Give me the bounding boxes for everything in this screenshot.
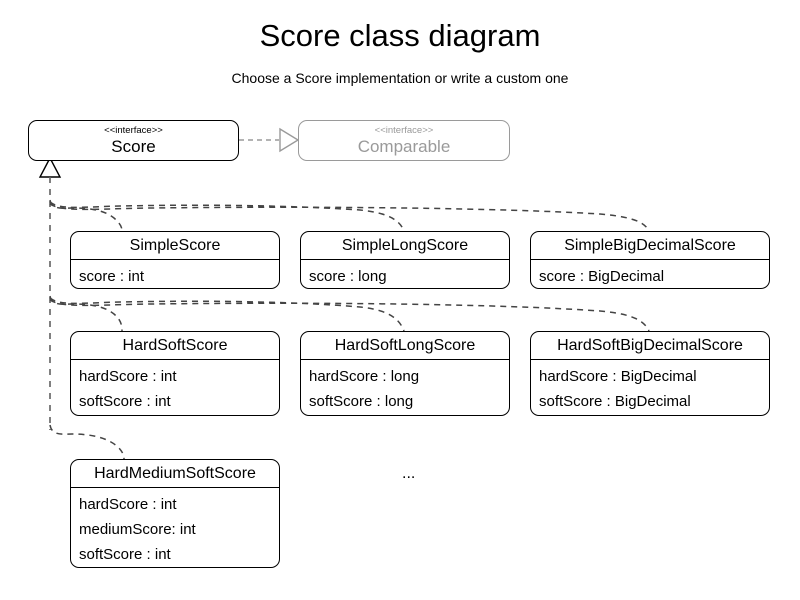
class-hard-soft-big-decimal-score-name: HardSoftBigDecimalScore [531, 332, 769, 360]
attribute: score : int [79, 268, 145, 285]
attribute: score : long [309, 268, 387, 285]
edge-score-realizes-comparable [239, 127, 300, 153]
class-simple-long-score[interactable]: SimpleLongScore score : long [300, 231, 510, 289]
attribute: hardScore : int [79, 496, 177, 513]
class-hard-soft-long-score[interactable]: HardSoftLongScore hardScore : long softS… [300, 331, 510, 416]
attribute: hardScore : BigDecimal [539, 368, 697, 385]
class-hard-medium-soft-score-name: HardMediumSoftScore [71, 460, 279, 488]
attribute: hardScore : long [309, 368, 420, 385]
attribute: mediumScore: int [79, 521, 196, 538]
class-simple-big-decimal-score-name: SimpleBigDecimalScore [531, 232, 769, 260]
class-hard-medium-soft-score-attributes: hardScore : int mediumScore: int softSco… [71, 488, 279, 567]
attribute: score : BigDecimal [539, 268, 665, 285]
interface-comparable-stereotype: <<interface>> [374, 125, 434, 136]
class-hard-soft-score[interactable]: HardSoftScore hardScore : int softScore … [70, 331, 280, 416]
class-simple-big-decimal-score-attributes: score : BigDecimal [531, 260, 769, 288]
class-hard-soft-score-attributes: hardScore : int softScore : int [71, 360, 279, 414]
class-simple-long-score-attributes: score : long [301, 260, 509, 288]
class-hard-soft-long-score-name: HardSoftLongScore [301, 332, 509, 360]
edge-to-hard-soft-score [49, 295, 123, 332]
attribute: softScore : BigDecimal [539, 393, 691, 410]
interface-score[interactable]: <<interface>> Score [28, 120, 239, 161]
interface-score-stereotype: <<interface>> [104, 125, 163, 136]
class-simple-score-attributes: score : int [71, 260, 279, 288]
class-simple-big-decimal-score[interactable]: SimpleBigDecimalScore score : BigDecimal [530, 231, 770, 289]
attribute: hardScore : int [79, 368, 177, 385]
class-simple-long-score-name: SimpleLongScore [301, 232, 509, 260]
interface-score-name: Score [111, 137, 156, 156]
attribute: softScore : int [79, 393, 171, 410]
interface-comparable-name: Comparable [357, 137, 451, 156]
edge-to-hard-medium-soft-score [49, 424, 125, 460]
class-hard-medium-soft-score[interactable]: HardMediumSoftScore hardScore : int medi… [70, 459, 280, 568]
class-hard-soft-score-name: HardSoftScore [71, 332, 279, 360]
edge-to-hard-soft-big-decimal-score [49, 299, 650, 332]
edge-to-hard-soft-long-score [49, 297, 405, 332]
class-simple-score[interactable]: SimpleScore score : int [70, 231, 280, 289]
edge-to-simple-big-decimal-score [49, 203, 650, 232]
attribute: softScore : int [79, 546, 171, 563]
class-hard-soft-big-decimal-score-attributes: hardScore : BigDecimal softScore : BigDe… [531, 360, 769, 414]
edge-to-simple-long-score [49, 201, 405, 232]
more-classes-ellipsis: ... [402, 465, 416, 482]
attribute: softScore : long [309, 393, 414, 410]
class-simple-score-name: SimpleScore [71, 232, 279, 260]
page-subtitle: Choose a Score implementation or write a… [231, 70, 569, 86]
class-hard-soft-long-score-attributes: hardScore : long softScore : long [301, 360, 509, 414]
interface-comparable[interactable]: <<interface>> Comparable [298, 120, 510, 161]
page-title: Score class diagram [259, 18, 541, 53]
edge-to-simple-score [49, 199, 123, 232]
class-hard-soft-big-decimal-score[interactable]: HardSoftBigDecimalScore hardScore : BigD… [530, 331, 770, 416]
